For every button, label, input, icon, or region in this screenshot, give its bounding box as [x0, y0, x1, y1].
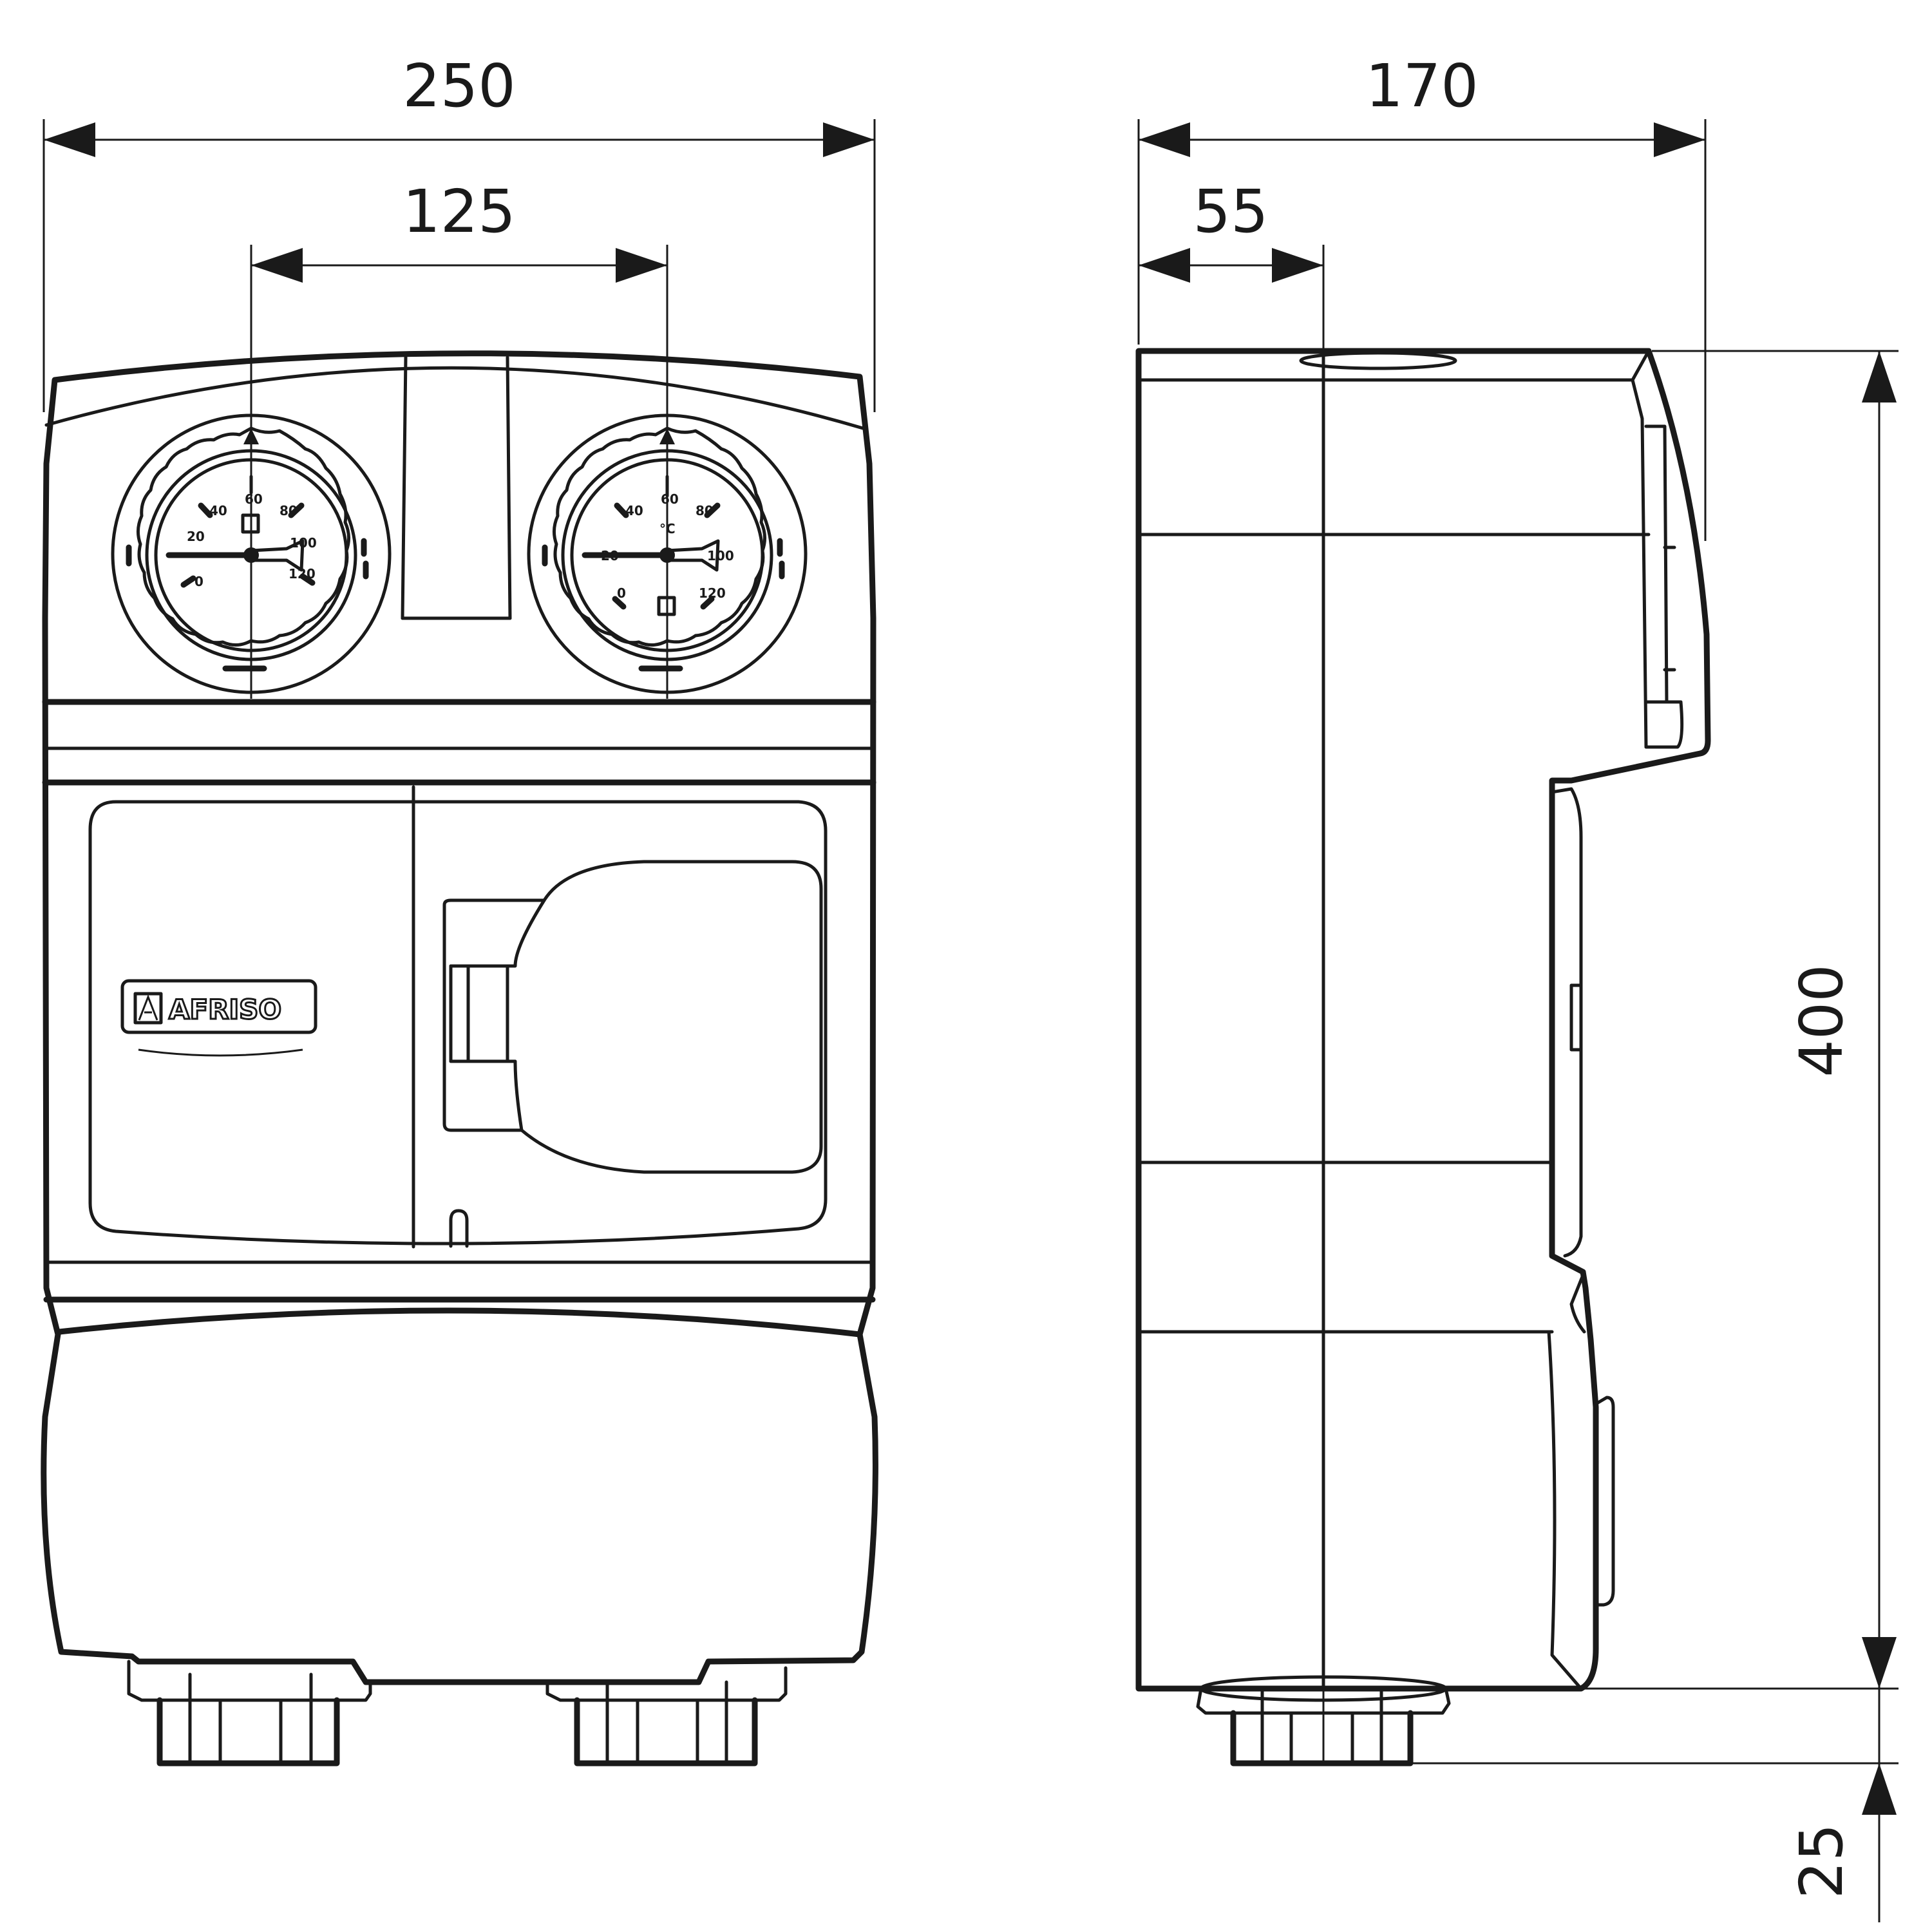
- front-right-pipe-connection: [545, 1666, 788, 1766]
- left-dial-label-120: 120: [289, 566, 316, 582]
- right-dial-label-60: 60: [661, 491, 679, 507]
- left-dial-label-100: 100: [290, 535, 317, 551]
- right-dial-label-0: 0: [617, 585, 626, 601]
- dimension-label-125: 125: [402, 177, 516, 246]
- right-thermometer-dial: 40 60 80 20 100 0 120 °C: [527, 413, 808, 694]
- dimension-connection-25: 25: [1787, 1689, 1897, 1922]
- side-pipe-connection: [1196, 1675, 1451, 1766]
- dimension-label-250: 250: [402, 52, 516, 120]
- dimension-dial-spacing-125: 125: [250, 177, 668, 699]
- dimension-label-55: 55: [1193, 177, 1268, 246]
- dimension-label-400: 400: [1787, 964, 1856, 1077]
- left-dial-label-40: 40: [209, 503, 227, 518]
- dimension-label-25: 25: [1787, 1823, 1856, 1899]
- right-dial-label-20: 20: [601, 548, 619, 564]
- dimension-width-250: 250: [43, 52, 876, 412]
- front-left-pipe-connection: [127, 1660, 372, 1766]
- right-dial-label-80: 80: [696, 503, 714, 518]
- left-dial-label-0: 0: [194, 574, 204, 589]
- dimension-height-400: 400: [1410, 350, 1899, 1765]
- right-dial-label-unit: °C: [659, 521, 676, 536]
- side-view: [1135, 348, 1711, 1766]
- afriso-brand-text: AFRISO: [169, 994, 281, 1025]
- dimension-offset-55: 55: [1139, 177, 1325, 1765]
- left-dial-label-80: 80: [279, 503, 298, 518]
- left-dial-label-60: 60: [245, 491, 263, 507]
- dimension-depth-170: 170: [1137, 52, 1707, 541]
- right-dial-label-40: 40: [625, 503, 643, 518]
- left-thermometer-dial: 40 60 80 20 100 0 120: [111, 413, 392, 694]
- dimension-label-170: 170: [1365, 52, 1479, 120]
- right-dial-label-120: 120: [699, 585, 726, 601]
- front-view: AFRISO 40 60 80 20 100: [41, 350, 878, 1766]
- right-dial-label-100: 100: [707, 548, 734, 564]
- left-dial-label-20: 20: [187, 529, 205, 544]
- afriso-logo: AFRISO: [120, 979, 317, 1057]
